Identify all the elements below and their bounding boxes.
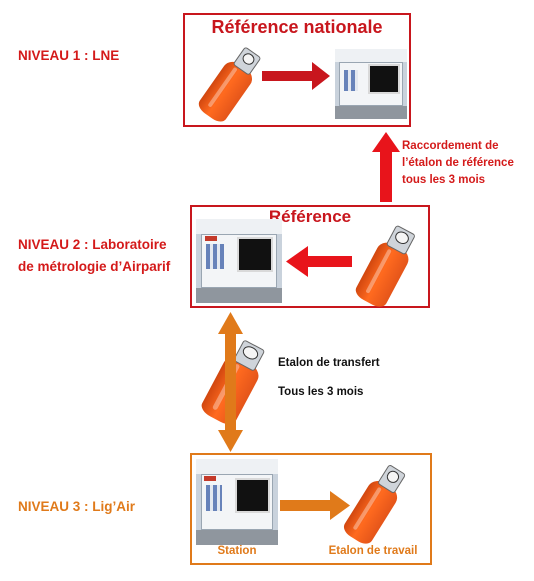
lig-air-box: Station Etalon de travail [190, 453, 432, 565]
analyzer-image [196, 219, 282, 303]
raccordement-note: Raccordement de l’étalon de référence to… [402, 138, 514, 189]
arrow-right-red [262, 62, 330, 90]
reference-nationale-title: Référence nationale [211, 17, 383, 37]
station-caption: Station [217, 545, 257, 557]
transfert-note-line2: Tous les 3 mois [278, 386, 364, 398]
reference-box: Référence [190, 205, 430, 311]
analyzer-image [335, 49, 407, 119]
arrow-left-red [286, 246, 352, 277]
arrow-double-orange [218, 312, 243, 452]
raccordement-line1: Raccordement de [402, 140, 499, 152]
analyzer-image [196, 459, 278, 545]
raccordement-line2: l’étalon de référence [402, 157, 514, 169]
reference-title: Référence [268, 207, 352, 226]
reference-nationale-box: Référence nationale [183, 13, 411, 127]
level-2-label-line1: NIVEAU 2 : Laboratoire [18, 237, 167, 252]
etalon-de-travail-caption: Etalon de travail [328, 545, 418, 557]
arrow-right-orange [280, 491, 350, 520]
level-1-label: NIVEAU 1 : LNE [18, 48, 120, 63]
raccordement-line3: tous les 3 mois [402, 174, 486, 186]
arrow-up-red [372, 132, 400, 202]
level-2-label: NIVEAU 2 : Laboratoire de métrologie d’A… [18, 234, 170, 278]
transfert-note-line1: Etalon de transfert [278, 357, 380, 369]
level-2-label-line2: de métrologie d’Airparif [18, 259, 171, 274]
level-3-label: NIVEAU 3 : Lig’Air [18, 499, 136, 514]
